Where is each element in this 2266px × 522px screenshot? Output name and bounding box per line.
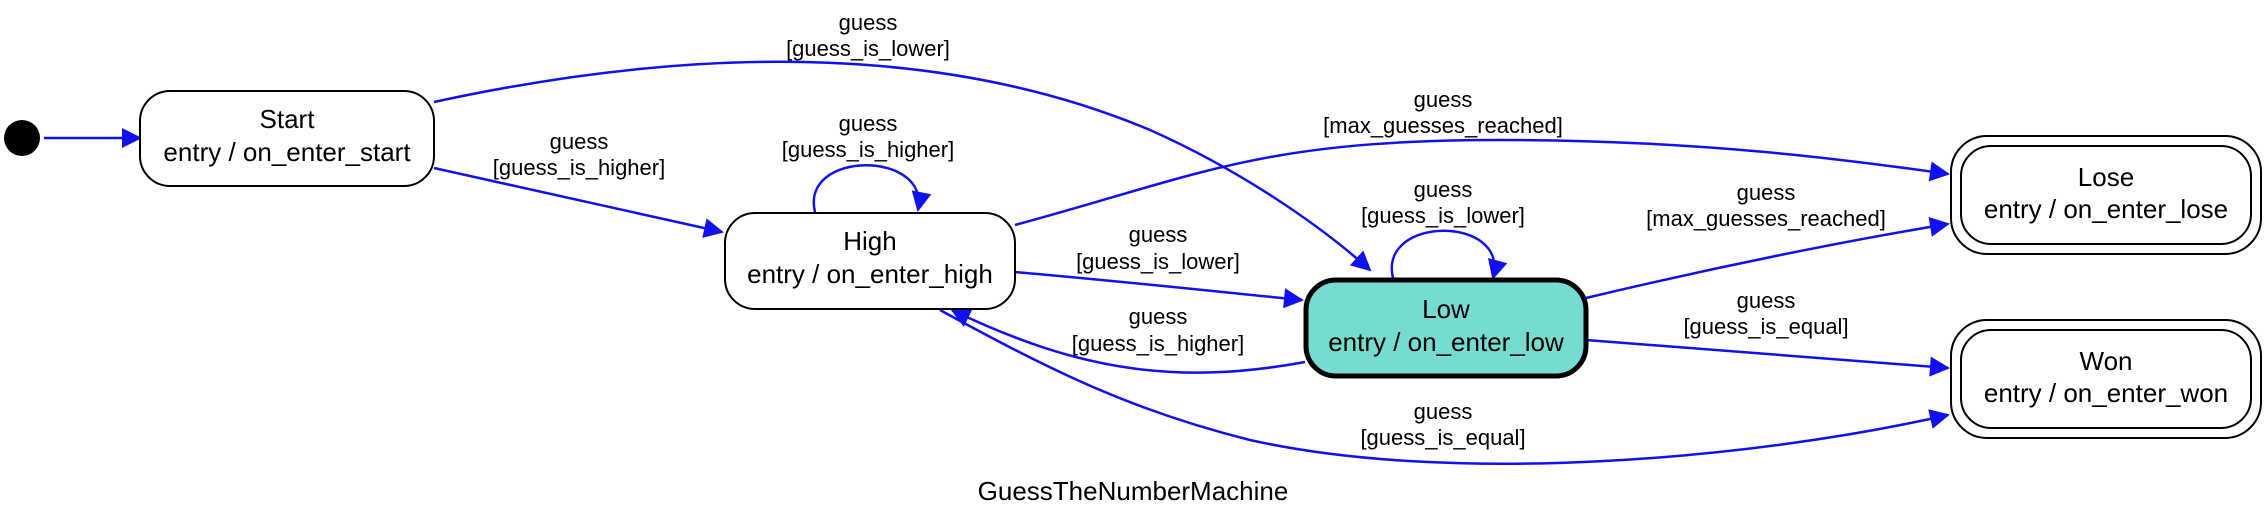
edge-label-high-lose-guard: [max_guesses_reached]: [1323, 113, 1563, 138]
edge-label-high-won-guard: [guess_is_equal]: [1360, 425, 1525, 450]
state-low-entry: entry / on_enter_low: [1328, 327, 1564, 357]
edge-label-high-high-event: guess: [839, 111, 898, 136]
edge-high-lose: [1014, 138, 1950, 227]
edge-high-high: [812, 164, 932, 213]
edge-high-low: [1014, 270, 1304, 309]
edge-label-low-lose-guard: [max_guesses_reached]: [1646, 206, 1886, 231]
edge-label-low-won-event: guess: [1737, 288, 1796, 313]
diagram-title: GuessTheNumberMachine: [978, 476, 1289, 506]
edge-label-start-high-event: guess: [550, 129, 609, 154]
state-high-entry: entry / on_enter_high: [747, 259, 993, 289]
edge-low-won: [1585, 338, 1950, 377]
edge-label-start-low-guard: [guess_is_lower]: [786, 36, 950, 61]
state-lose-name: Lose: [2078, 162, 2134, 192]
state-start-name: Start: [260, 104, 316, 134]
edge-start-low: [433, 60, 1372, 272]
edge-label-low-high-guard: [guess_is_higher]: [1072, 331, 1244, 356]
edge-label-high-high-guard: [guess_is_higher]: [782, 137, 954, 162]
edge-high-won: [939, 308, 1950, 465]
state-high-box: [724, 212, 1016, 310]
state-won[interactable]: Won entry / on_enter_won: [1950, 319, 2262, 439]
edge-label-low-low-event: guess: [1414, 177, 1473, 202]
edge-label-low-won-guard: [guess_is_equal]: [1683, 314, 1848, 339]
state-low-box: [1303, 277, 1589, 379]
state-lose-inner: [1960, 145, 2252, 245]
edge-label-low-lose-event: guess: [1737, 180, 1796, 205]
edge-low-low: [1390, 229, 1508, 280]
edge-label-low-low-guard: [guess_is_lower]: [1361, 203, 1525, 228]
edge-label-start-high-guard: [guess_is_higher]: [493, 155, 665, 180]
initial-state: [4, 120, 40, 156]
edge-label-high-won-event: guess: [1414, 399, 1473, 424]
state-low[interactable]: Low entry / on_enter_low: [1303, 277, 1589, 379]
edge-label-high-low-guard: [guess_is_lower]: [1076, 249, 1240, 274]
edge-label-start-low-event: guess: [839, 10, 898, 35]
edge-labels: guess [guess_is_lower] guess [guess_is_h…: [493, 10, 1886, 450]
edge-low-lose: [1585, 217, 1950, 300]
state-lose-entry: entry / on_enter_lose: [1984, 194, 2228, 224]
state-low-name: Low: [1422, 294, 1470, 324]
state-won-entry: entry / on_enter_won: [1984, 378, 2228, 408]
edges: [44, 60, 1950, 465]
edge-label-high-low-event: guess: [1129, 222, 1188, 247]
state-high-name: High: [843, 226, 896, 256]
state-won-name: Won: [2080, 346, 2133, 376]
edge-label-high-lose-event: guess: [1414, 87, 1473, 112]
state-high[interactable]: High entry / on_enter_high: [724, 212, 1016, 310]
edge-low-high: [950, 308, 1306, 374]
state-won-inner: [1960, 329, 2252, 429]
state-lose[interactable]: Lose entry / on_enter_lose: [1950, 135, 2262, 255]
state-start[interactable]: Start entry / on_enter_start: [139, 90, 435, 187]
edge-start-high: [433, 166, 724, 238]
edge-label-low-high-event: guess: [1129, 304, 1188, 329]
state-start-entry: entry / on_enter_start: [163, 137, 411, 167]
state-start-box: [139, 90, 435, 187]
